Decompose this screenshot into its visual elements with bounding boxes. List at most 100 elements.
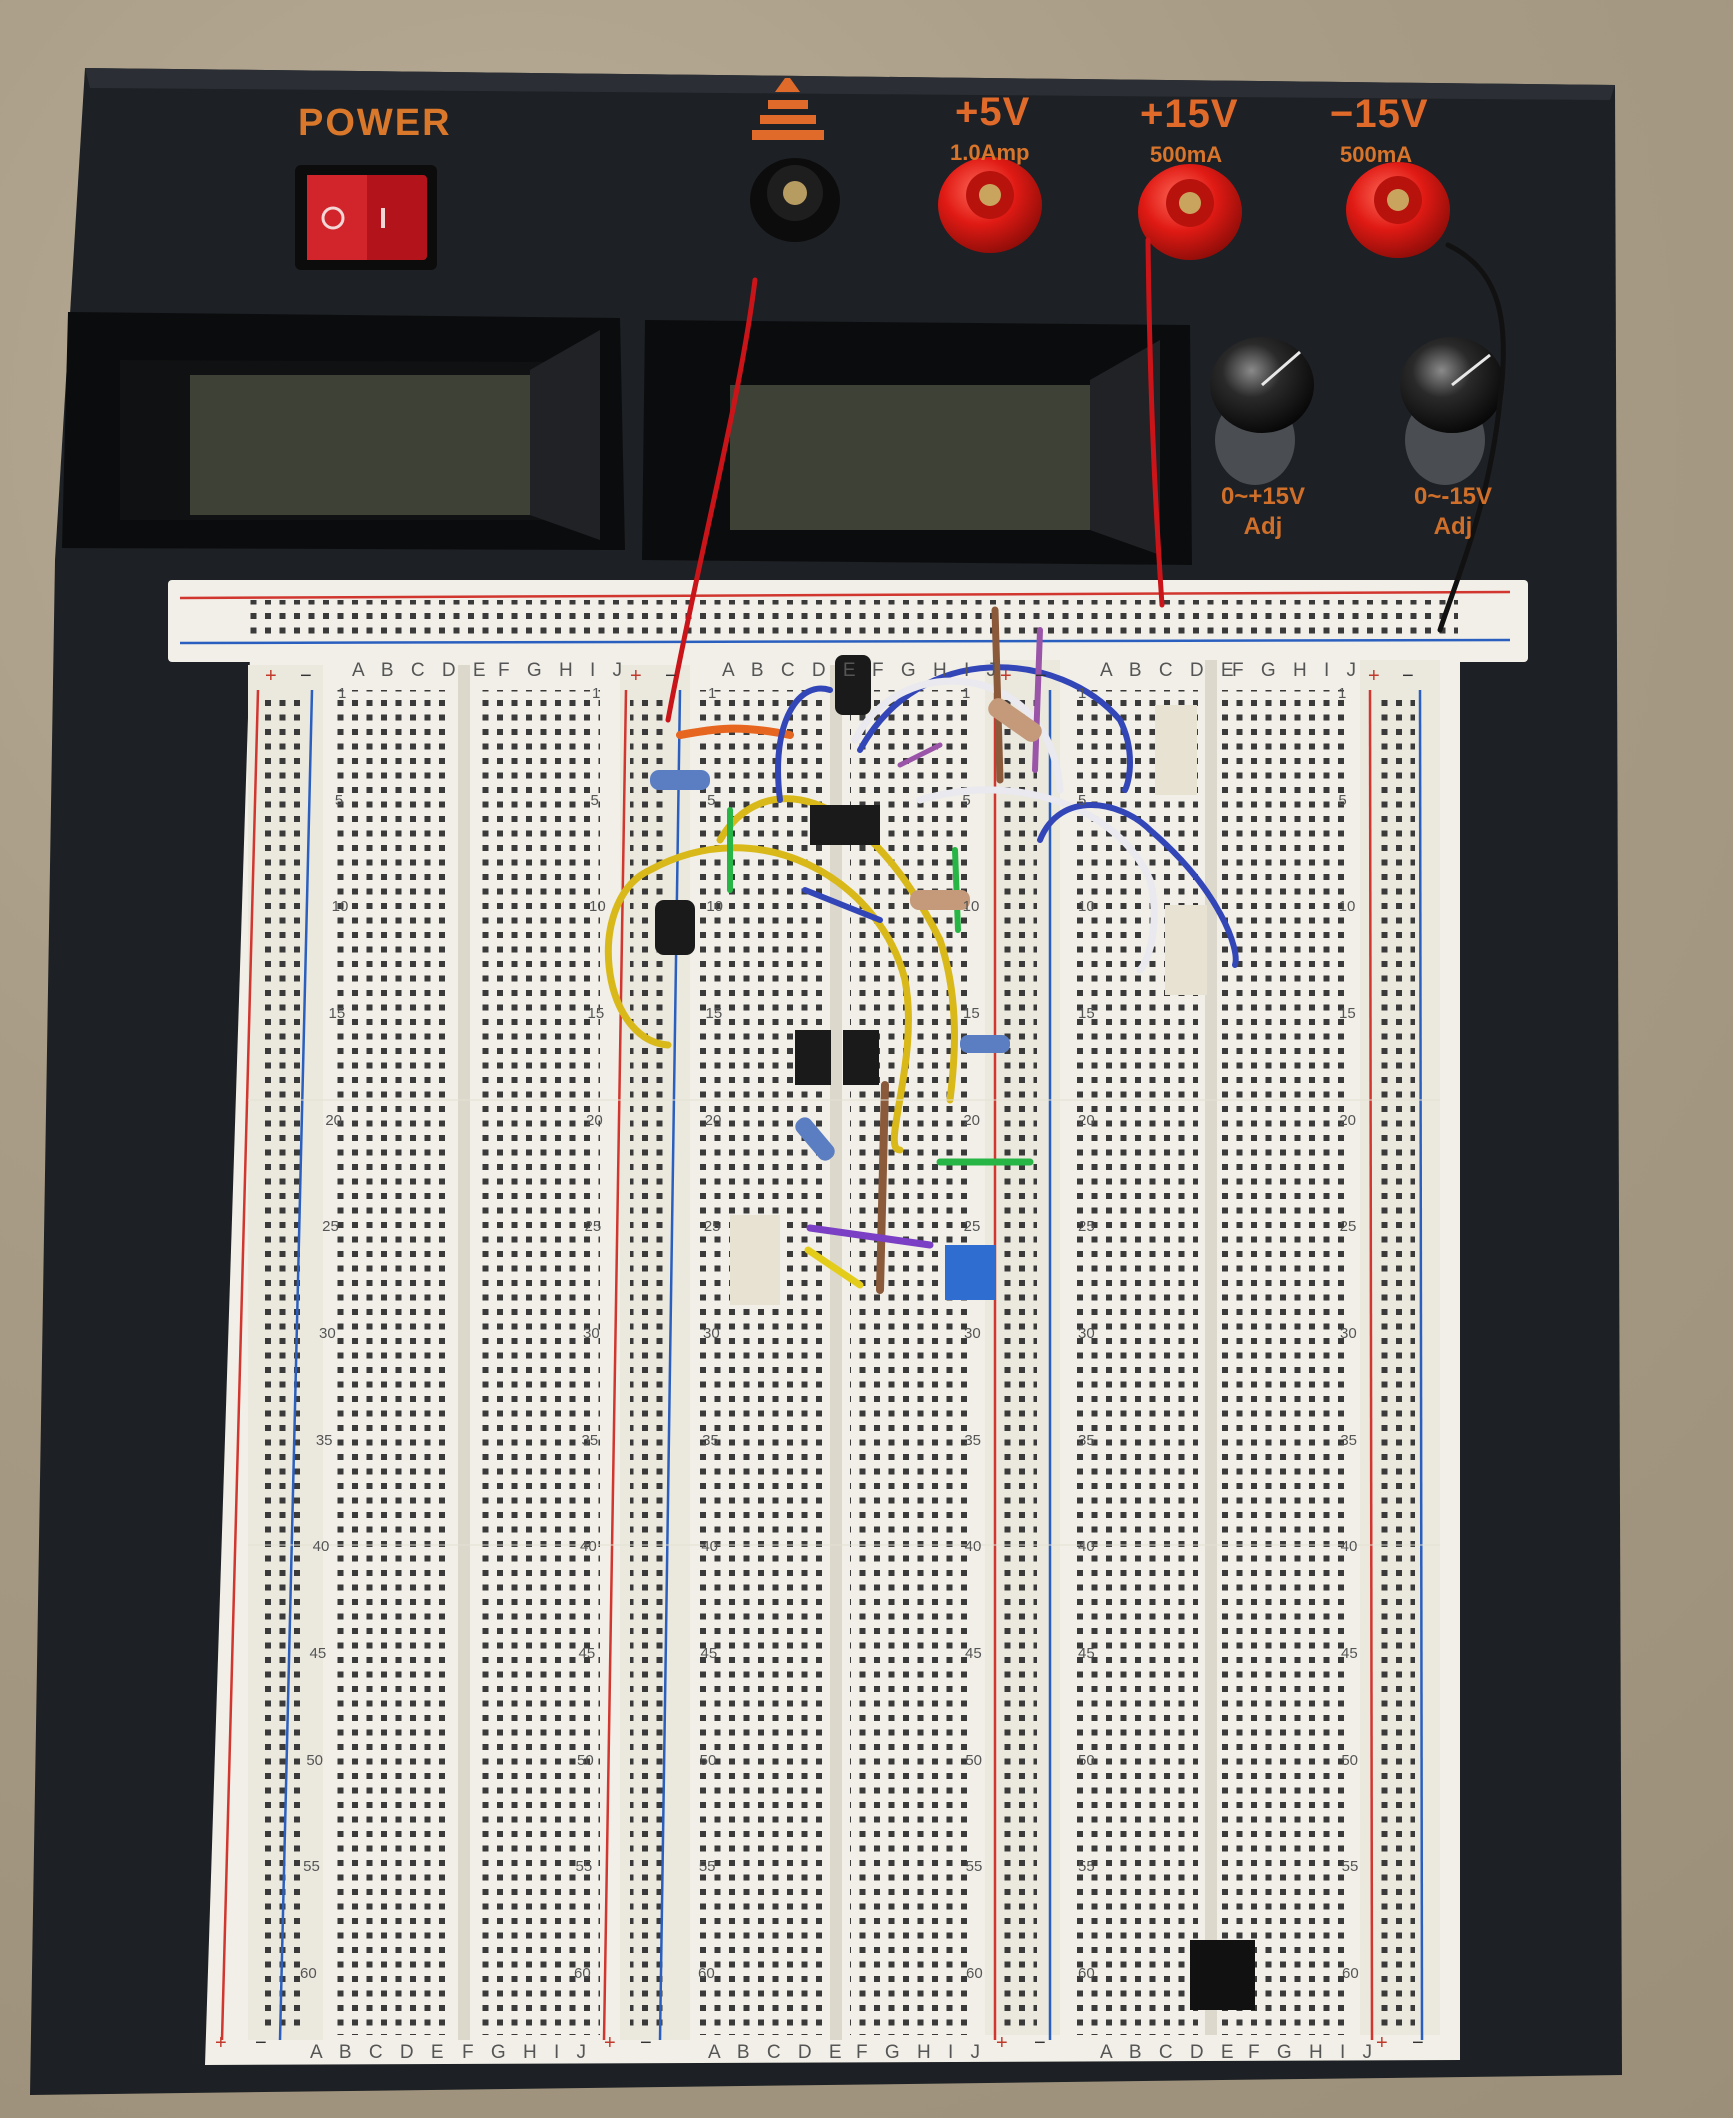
row-number: 60 (1078, 1965, 1095, 1982)
plus-15v-current-label: 500mA (1150, 142, 1223, 167)
row-number: 25 (1339, 1218, 1357, 1236)
rail-minus-sign: − (300, 665, 312, 687)
negative-adjust-range: 0~-15V (1413, 483, 1493, 510)
rail-minus-sign: − (640, 2032, 652, 2054)
negative-adjust-knob[interactable] (1400, 337, 1504, 485)
columns-fghij-1-top: F G H I J (498, 660, 628, 681)
row-number: 50 (1341, 1751, 1359, 1769)
row-number: 10 (331, 898, 349, 916)
columns-fghij-3-top: F G H I J (1232, 660, 1362, 681)
row-number: 40 (1340, 1538, 1358, 1556)
row-number: 60 (300, 1965, 317, 1982)
columns-abcde-3-bottom: A B C D E (1100, 2042, 1240, 2063)
row-number: 55 (698, 1858, 716, 1876)
positive-adjust-label: 0~+15V Adj (1208, 482, 1318, 542)
row-number: 1 (1338, 685, 1347, 702)
ground-symbol-icon (752, 78, 824, 140)
ground-binding-post[interactable] (750, 158, 840, 242)
row-number: 1 (592, 685, 601, 702)
rail-minus-sign: − (1035, 665, 1047, 687)
row-number: 5 (707, 791, 716, 809)
plus-5v-label: +5V (955, 90, 1031, 134)
positive-adjust-knob[interactable] (1210, 337, 1314, 485)
lcd-display-left (62, 312, 625, 550)
row-number: 35 (702, 1431, 719, 1449)
columns-abcde-3-top: A B C D E (1100, 660, 1240, 681)
breadboard (205, 650, 1460, 2065)
row-number: 25 (963, 1218, 981, 1236)
columns-abcde-2-bottom: A B C D E (708, 2042, 848, 2063)
columns-abcde-1-bottom: A B C D E (310, 2042, 450, 2063)
row-number: 50 (965, 1751, 983, 1769)
row-number: 35 (1340, 1431, 1358, 1449)
rail-plus-sign: + (1000, 665, 1012, 687)
columns-fghij-1-bottom: F G H I J (462, 2042, 592, 2063)
row-number: 20 (325, 1111, 343, 1129)
row-number: 15 (587, 1005, 605, 1022)
row-number: 35 (581, 1431, 599, 1449)
plus-15v-binding-post[interactable] (1138, 164, 1242, 260)
columns-abcde-2-top: A B C D E (722, 660, 862, 681)
row-number: 60 (698, 1965, 715, 1982)
row-number: 25 (1078, 1218, 1095, 1236)
row-number: 1 (1078, 685, 1087, 702)
row-number: 15 (328, 1005, 346, 1022)
rail-plus-sign: + (604, 2032, 616, 2054)
row-number: 50 (1078, 1751, 1095, 1769)
rail-plus-sign: + (1368, 665, 1380, 687)
row-number: 35 (964, 1431, 982, 1449)
row-number: 50 (306, 1751, 324, 1769)
row-number: 50 (699, 1751, 717, 1769)
rail-plus-sign: + (265, 665, 277, 687)
row-number: 10 (1338, 898, 1356, 916)
row-number: 15 (1339, 1005, 1356, 1022)
row-number: 1 (708, 685, 717, 702)
row-number: 40 (312, 1538, 330, 1556)
rail-minus-sign: − (665, 665, 677, 687)
minus-15v-current-label: 500mA (1340, 142, 1413, 167)
minus-15v-binding-post[interactable] (1346, 162, 1450, 258)
row-number: 60 (574, 1965, 591, 1982)
row-separators (248, 1099, 1440, 1546)
plus-5v-binding-post[interactable] (938, 157, 1042, 253)
row-number: 35 (315, 1431, 333, 1449)
minus-15v-label: −15V (1330, 92, 1429, 136)
rail-minus-sign: − (1402, 665, 1414, 687)
row-number: 30 (964, 1325, 981, 1342)
row-number: 50 (577, 1751, 594, 1769)
row-number: 15 (1078, 1005, 1095, 1022)
row-number: 55 (575, 1858, 593, 1876)
negative-adjust-label: 0~-15V Adj (1398, 482, 1508, 542)
rail-plus-sign: + (996, 2032, 1008, 2054)
row-number: 55 (1078, 1858, 1095, 1876)
row-number: 45 (309, 1645, 327, 1662)
columns-fghij-2-top: F G H I J (872, 660, 1002, 681)
columns-abcde-1-top: A B C D E (352, 660, 492, 681)
row-number: 55 (303, 1858, 320, 1876)
row-number: 20 (586, 1111, 603, 1129)
plus-5v-current-label: 1.0Amp (950, 140, 1030, 165)
row-number: 10 (1078, 898, 1095, 916)
columns-fghij-2-bottom: F G H I J (856, 2042, 986, 2063)
row-number: 45 (1078, 1645, 1095, 1662)
row-number: 25 (584, 1218, 602, 1236)
row-number: 35 (1078, 1431, 1095, 1449)
row-number: 5 (334, 791, 344, 809)
row-number: 30 (319, 1325, 336, 1342)
row-number: 60 (966, 1965, 983, 1982)
row-number: 40 (964, 1538, 982, 1556)
row-number: 40 (580, 1538, 597, 1556)
row-number: 20 (704, 1111, 722, 1129)
row-number: 10 (589, 898, 606, 916)
row-number: 25 (322, 1218, 339, 1236)
row-number: 45 (578, 1645, 596, 1662)
row-number: 55 (1341, 1858, 1359, 1876)
power-switch[interactable] (295, 165, 437, 270)
rail-minus-sign: − (1412, 2032, 1424, 2054)
row-number: 45 (1341, 1645, 1358, 1662)
rail-minus-sign: − (255, 2032, 267, 2054)
row-number: 5 (1078, 791, 1087, 809)
row-number: 30 (583, 1325, 600, 1342)
row-number: 30 (1078, 1325, 1095, 1342)
row-number: 40 (1078, 1538, 1095, 1556)
